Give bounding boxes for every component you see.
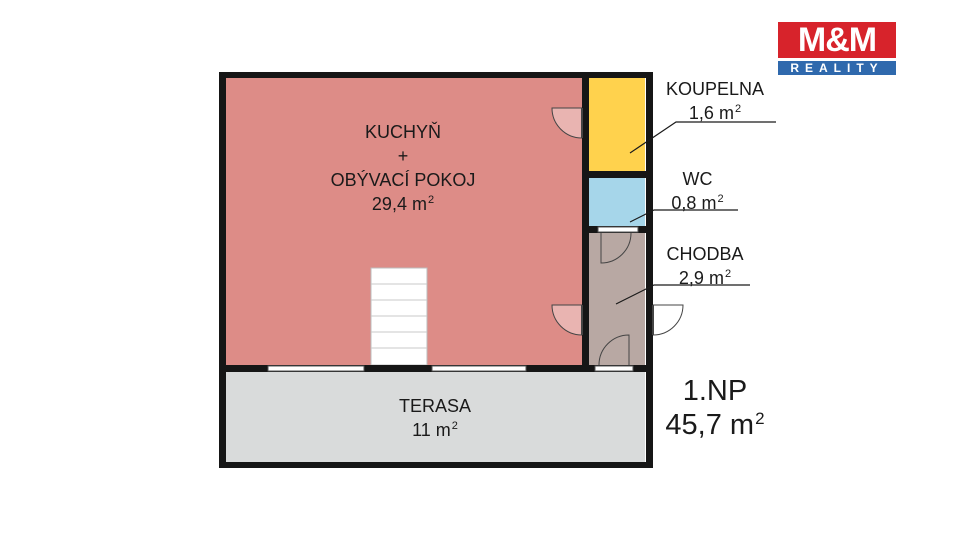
- hallway-area: [589, 233, 645, 365]
- leader-lines: [615, 121, 776, 305]
- terrace-label: TERASA 11 m2: [370, 394, 500, 442]
- wc-name: WC: [682, 169, 713, 189]
- door-leaves: [581, 108, 654, 335]
- kitchen-living-room-label: KUCHYŇ + OBÝVACÍ POKOJ 29,4 m2: [303, 120, 503, 216]
- kitchen-name-line2: +: [397, 146, 409, 166]
- mm-reality-logo: M&M REALITY: [778, 22, 896, 79]
- bathroom-area: [589, 78, 645, 171]
- bathroom-name: KOUPELNA: [665, 79, 765, 99]
- wc-label: WC 0,8 m2: [655, 167, 740, 215]
- wc-area-value: 0,8 m2: [671, 193, 724, 213]
- terrace-openings: [267, 365, 634, 372]
- wc-door-opening: [597, 226, 639, 233]
- kitchen-name-line1: KUCHYŇ: [364, 122, 441, 142]
- terrace-name: TERASA: [398, 396, 472, 416]
- terrace-area: [226, 372, 645, 462]
- floor-total-area: 45,7 m2: [665, 409, 765, 441]
- bathroom-area-value: 1,6 m2: [688, 103, 742, 123]
- hallway-label: CHODBA 2,9 m2: [650, 242, 760, 290]
- kitchen-name-line3: OBÝVACÍ POKOJ: [330, 170, 476, 190]
- hallway-area-value: 2,9 m2: [678, 268, 732, 288]
- door-swings: [551, 107, 684, 366]
- floor-summary: 1.NP 45,7 m2: [655, 374, 775, 442]
- logo-mark: M&M: [778, 22, 896, 58]
- terrace-area-value: 11 m2: [412, 420, 458, 440]
- logo-subtitle: REALITY: [778, 61, 896, 75]
- staircase: [370, 267, 428, 366]
- hallway-name: CHODBA: [666, 244, 744, 264]
- wc-area: [589, 178, 645, 226]
- kitchen-area: 29,4 m2: [371, 194, 435, 214]
- bathroom-label: KOUPELNA 1,6 m2: [650, 77, 780, 125]
- floor-name: 1.NP: [682, 375, 748, 407]
